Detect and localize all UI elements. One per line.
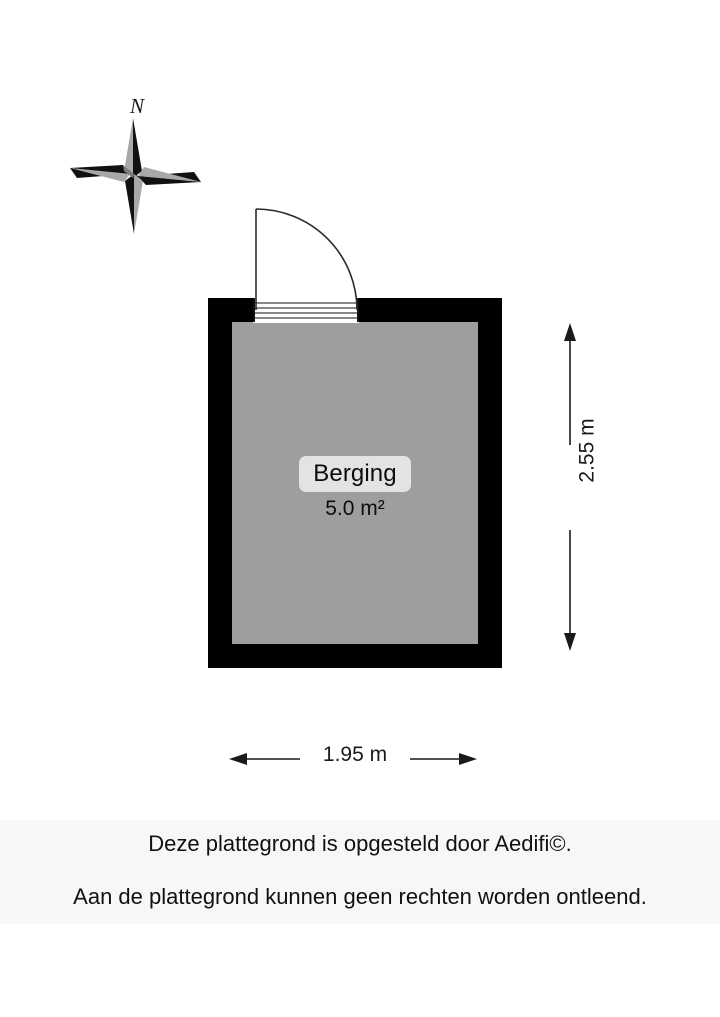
footer-attribution-text: Deze plattegrond is opgesteld door Aedif… [148, 831, 572, 856]
door-opening [253, 297, 359, 323]
room-label-group: Berging 5.0 m² [232, 456, 478, 520]
dimension-arrow-bottom [564, 633, 576, 651]
dimension-arrow-right [459, 753, 477, 765]
dimension-label-vertical: 2.55 m [575, 418, 599, 483]
dimension-arrow-left [229, 753, 247, 765]
compass-rose: N [68, 96, 203, 241]
dimension-arrow-top [564, 323, 576, 341]
compass-rose-icon [70, 118, 201, 234]
compass-north-label: N [130, 94, 145, 118]
door-jamb-right [357, 298, 359, 322]
room-name-badge: Berging [299, 456, 411, 493]
door-threshold-slats [255, 302, 357, 319]
door-swing-icon [255, 208, 358, 311]
dimension-label-horizontal: 1.95 m [303, 744, 407, 765]
door-jamb-left [253, 298, 255, 322]
footer-disclaimer-text: Aan de plattegrond kunnen geen rechten w… [73, 884, 647, 909]
room-area-label: 5.0 m² [325, 497, 385, 521]
room-plan-graphic [208, 208, 576, 765]
footer-band [0, 820, 720, 924]
